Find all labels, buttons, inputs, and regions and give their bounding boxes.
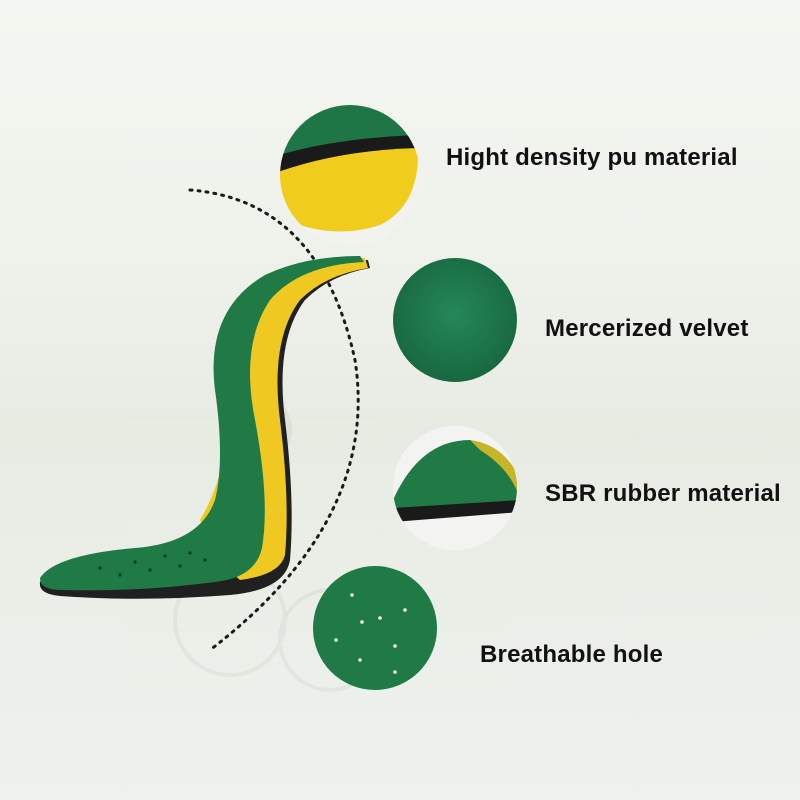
dotted-arc bbox=[188, 188, 360, 652]
circle-sbr-rubber bbox=[393, 426, 517, 550]
circle-pu-material bbox=[280, 105, 420, 245]
label-mercerized-velvet: Mercerized velvet bbox=[545, 315, 749, 342]
circle-mercerized-velvet bbox=[393, 258, 517, 382]
label-sbr-rubber: SBR rubber material bbox=[545, 480, 781, 507]
insole-side-view bbox=[39, 256, 370, 599]
label-pu-material: Hight density pu material bbox=[446, 144, 738, 171]
label-breathable-hole: Breathable hole bbox=[480, 641, 664, 668]
circle-breathable-hole bbox=[313, 566, 437, 690]
